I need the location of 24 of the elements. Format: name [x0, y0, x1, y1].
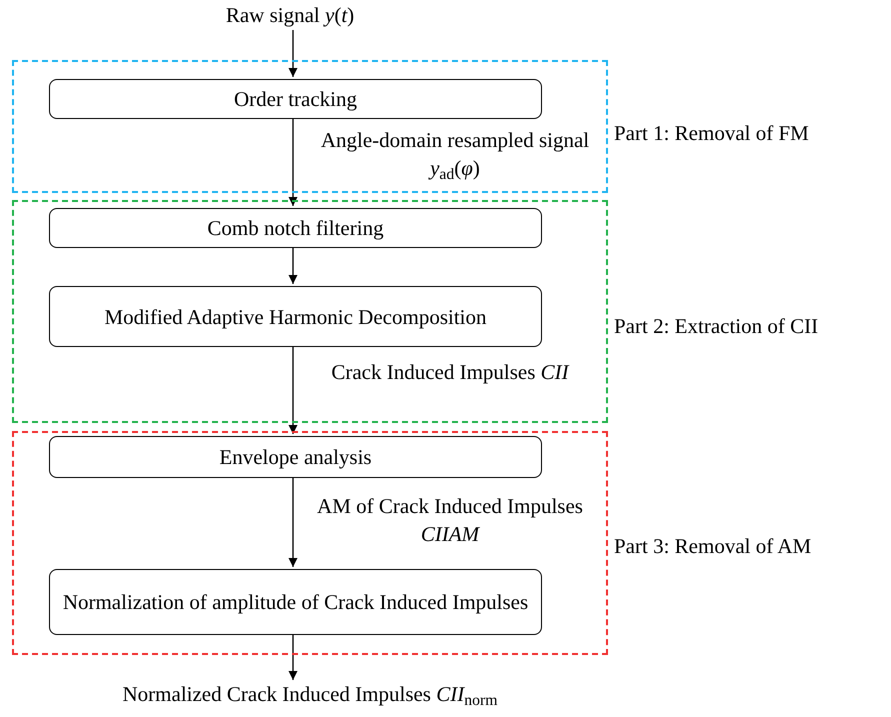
- arrow: [288, 633, 298, 680]
- section-label: Part 2: Extraction of CII: [614, 313, 818, 340]
- section-label: Part 3: Removal of AM: [614, 533, 812, 560]
- process-box: [49, 79, 542, 119]
- process-box: [49, 208, 542, 248]
- edge-label: AM of Crack Induced Impulses CIIAM: [317, 494, 583, 546]
- process-box: [49, 436, 542, 478]
- signal-label: Raw signal y(t): [226, 2, 354, 30]
- section-label: Part 1: Removal of FM: [614, 120, 809, 147]
- process-label: Normalization of amplitude of Crack Induced Impulses: [62, 589, 528, 616]
- process-label: Comb notch filtering: [207, 215, 384, 242]
- process-box: [49, 286, 542, 347]
- edge-label: Angle-domain resampled signal y$_{ad}$(φ): [320, 128, 590, 180]
- arrow: [288, 246, 298, 284]
- arrow: [288, 476, 298, 567]
- signal-label: Normalized Crack Induced Impulses CII$_{norm}$: [122, 681, 498, 711]
- arrow: [288, 117, 298, 206]
- process-box: [49, 569, 542, 635]
- edge-label: Crack Induced Impulses CII: [331, 360, 569, 384]
- arrow: [288, 345, 298, 434]
- process-label: Envelope analysis: [219, 444, 372, 471]
- process-label: Modified Adaptive Harmonic Decomposition: [104, 304, 486, 330]
- process-label: Order tracking: [234, 86, 358, 113]
- arrow: [288, 30, 298, 77]
